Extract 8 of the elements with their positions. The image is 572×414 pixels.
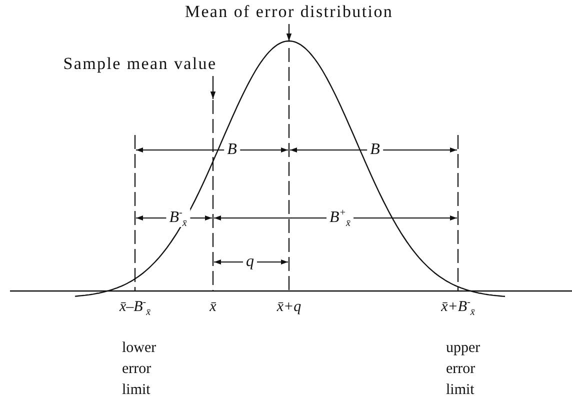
annotation-text: Sample mean value bbox=[63, 54, 217, 74]
leader-arrow bbox=[286, 24, 292, 41]
tick-label: x̄ bbox=[210, 298, 216, 316]
leader-arrow bbox=[210, 76, 216, 99]
limit-label: upper error limit bbox=[446, 339, 482, 400]
limit-label: lower error limit bbox=[122, 339, 158, 400]
tick-label: x̄+q bbox=[276, 298, 302, 316]
annotation-text: Mean of error distribution bbox=[184, 2, 394, 22]
